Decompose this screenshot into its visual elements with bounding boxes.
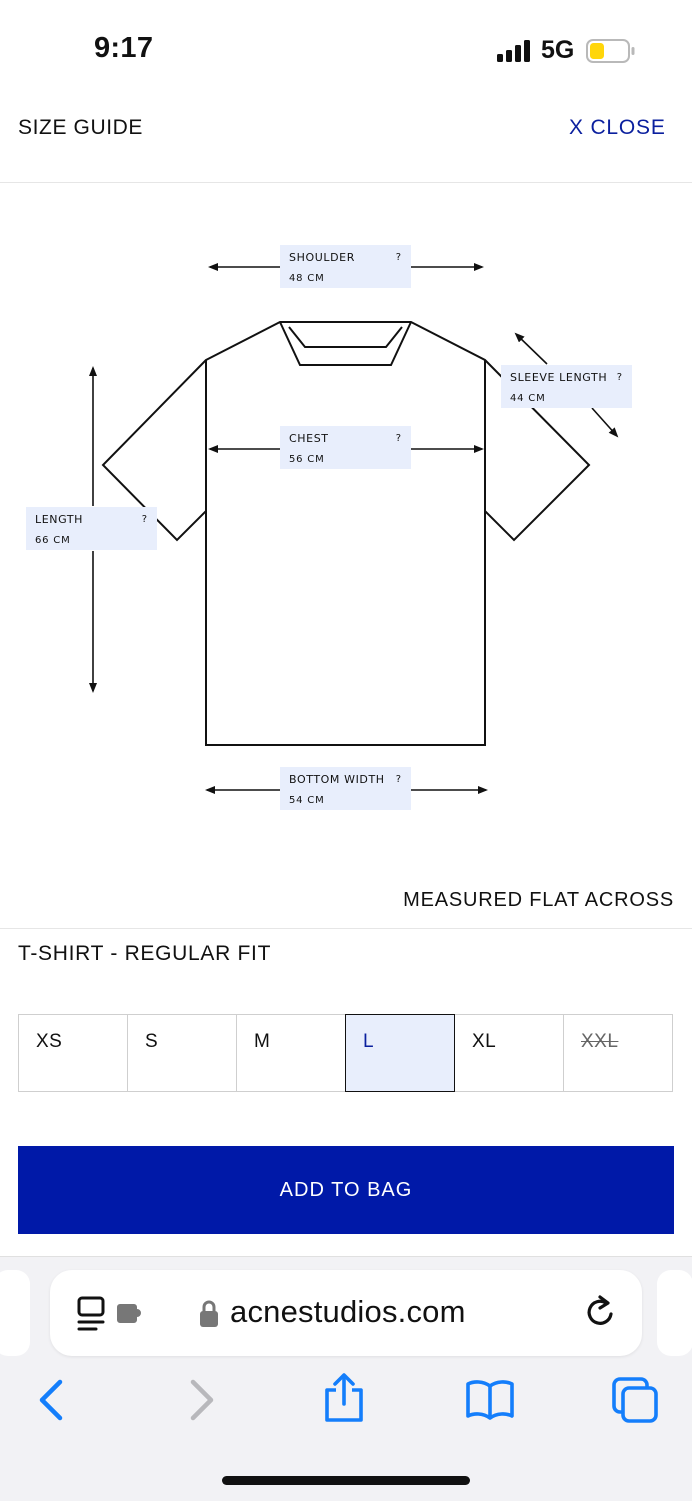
- network-type: 5G: [541, 36, 575, 64]
- add-to-bag-button[interactable]: ADD TO BAG: [18, 1146, 674, 1234]
- back-arrow-icon[interactable]: [36, 1378, 66, 1422]
- shoulder-label[interactable]: SHOULDER ? 48 CM: [280, 245, 411, 288]
- size-option-l[interactable]: L: [345, 1014, 455, 1092]
- size-option-m[interactable]: M: [236, 1014, 346, 1092]
- sleeve-arrow-up: [514, 332, 548, 365]
- tshirt-collar: [279, 321, 412, 366]
- bottom-width-name: BOTTOM WIDTH: [289, 773, 385, 786]
- bottom-width-label[interactable]: BOTTOM WIDTH ? 54 CM: [280, 767, 411, 810]
- shoulder-value: 48 CM: [289, 273, 325, 284]
- reload-icon[interactable]: [584, 1294, 618, 1330]
- sleeve-length-label[interactable]: SLEEVE LENGTH ? 44 CM: [501, 365, 632, 408]
- size-label: XS: [36, 1031, 63, 1052]
- size-label: XXL: [581, 1031, 619, 1052]
- page-title: SIZE GUIDE: [18, 116, 144, 139]
- size-label: M: [254, 1031, 271, 1052]
- url-text[interactable]: acnestudios.com: [230, 1294, 466, 1329]
- sleeve-length-name: SLEEVE LENGTH: [510, 371, 608, 384]
- tabs-icon[interactable]: [610, 1375, 660, 1425]
- lock-icon: [200, 1300, 218, 1327]
- length-value: 66 CM: [35, 535, 71, 546]
- shoulder-help-icon[interactable]: ?: [395, 252, 401, 263]
- size-option-xs[interactable]: XS: [18, 1014, 128, 1092]
- size-option-s[interactable]: S: [127, 1014, 237, 1092]
- bottom-width-value: 54 CM: [289, 795, 325, 806]
- chest-name: CHEST: [289, 432, 329, 445]
- size-label: XL: [472, 1031, 497, 1052]
- status-time: 9:17: [94, 32, 154, 64]
- bookmarks-icon[interactable]: [464, 1378, 516, 1420]
- length-help-icon[interactable]: ?: [141, 514, 147, 525]
- sleeve-length-value: 44 CM: [510, 393, 546, 404]
- chest-value: 56 CM: [289, 454, 325, 465]
- close-button[interactable]: X CLOSE: [569, 116, 666, 139]
- size-selector: XS S M L XL XXL: [18, 1014, 673, 1092]
- size-label: L: [363, 1031, 375, 1052]
- measurement-note: MEASURED FLAT ACROSS: [403, 889, 674, 911]
- chest-help-icon[interactable]: ?: [395, 433, 401, 444]
- section-divider: [0, 928, 692, 929]
- page-menu-icon[interactable]: [76, 1296, 156, 1332]
- header-divider: [0, 182, 692, 183]
- sleeve-arrow-down: [591, 407, 619, 438]
- share-icon[interactable]: [322, 1372, 366, 1424]
- size-diagram: SHOULDER ? 48 CM CHEST ? 56 CM SLEEVE LE…: [0, 184, 692, 844]
- cellular-signal-icon: [497, 40, 530, 62]
- tshirt-diagram: [89, 263, 619, 794]
- size-option-xl[interactable]: XL: [454, 1014, 564, 1092]
- size-option-xxl[interactable]: XXL: [563, 1014, 673, 1092]
- size-label: S: [145, 1031, 159, 1052]
- sleeve-length-help-icon[interactable]: ?: [616, 372, 622, 383]
- length-label[interactable]: LENGTH ? 66 CM: [26, 507, 157, 550]
- fit-title: T-SHIRT - REGULAR FIT: [18, 942, 272, 965]
- forward-arrow-icon[interactable]: [187, 1378, 217, 1422]
- chest-label[interactable]: CHEST ? 56 CM: [280, 426, 411, 469]
- next-tab-pill[interactable]: [657, 1270, 692, 1356]
- previous-tab-pill[interactable]: [0, 1270, 30, 1356]
- shoulder-name: SHOULDER: [289, 251, 355, 264]
- address-bar[interactable]: [50, 1270, 642, 1356]
- home-indicator[interactable]: [222, 1476, 470, 1485]
- battery-icon: [586, 39, 635, 63]
- length-name: LENGTH: [35, 513, 84, 526]
- bottom-width-help-icon[interactable]: ?: [395, 774, 401, 785]
